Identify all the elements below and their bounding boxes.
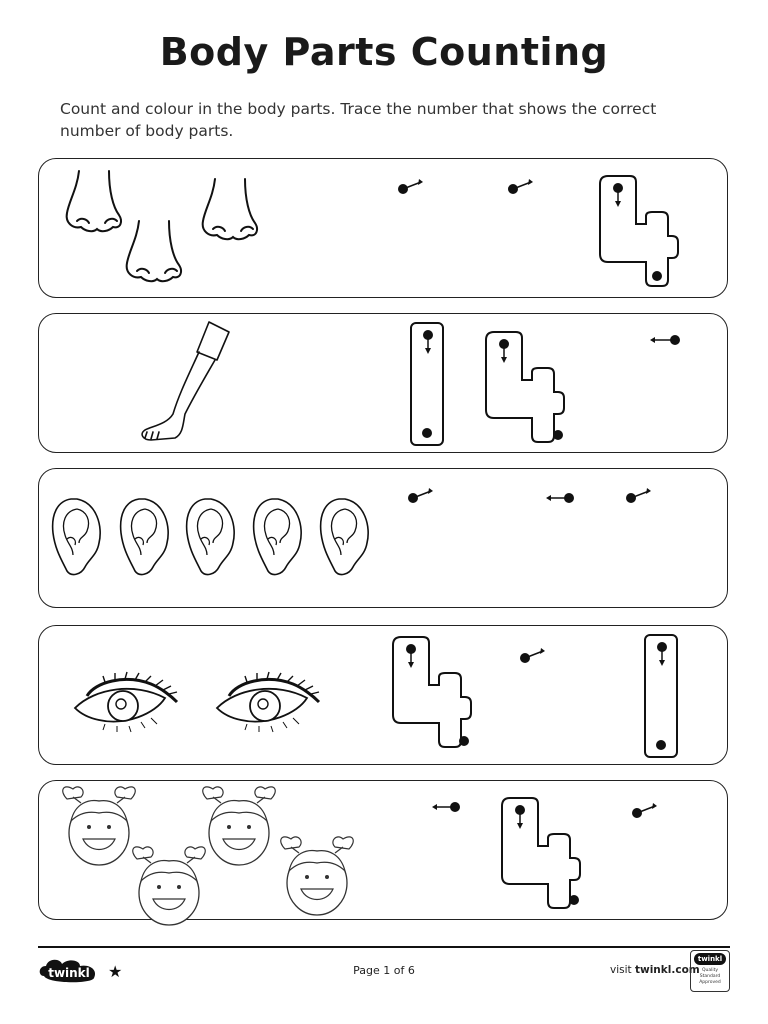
number-four-trace: [599, 175, 679, 287]
number-one-trace: [644, 634, 678, 758]
counting-row-heads: [38, 780, 728, 926]
ear-drawing: [119, 498, 169, 576]
visit-site-text: visit twinkl.com: [610, 964, 700, 976]
eye-drawing: [73, 670, 179, 734]
instructions-text: Count and colour in the body parts. Trac…: [60, 100, 657, 140]
nose-drawing: [201, 178, 258, 241]
leg-drawing: [141, 321, 230, 441]
trace-start-markers: [398, 179, 533, 194]
badge-text: Quality Standard Approved: [699, 968, 721, 985]
footer-divider: [38, 946, 730, 948]
ear-drawing: [252, 498, 302, 576]
head-drawing: [202, 786, 276, 866]
counting-row-eyes: [38, 625, 728, 765]
ear-drawing: [185, 498, 235, 576]
head-drawing: [132, 846, 206, 926]
page-title: Body Parts Counting: [159, 30, 609, 74]
number-four-trace: [392, 636, 472, 748]
noses-illustration: [65, 170, 679, 287]
ears-illustration: [51, 488, 651, 576]
ear-drawing: [319, 498, 369, 576]
star-icon: ★: [108, 962, 123, 981]
twinkl-logo: twinkl: [39, 959, 96, 983]
nose-drawing: [125, 220, 182, 283]
page-number: Page 1 of 6: [353, 964, 415, 977]
badge-brand: twinkl: [694, 953, 726, 965]
trace-start-markers: [520, 648, 545, 663]
counting-row-noses: [38, 158, 728, 298]
twinkl-logo-text: twinkl: [48, 966, 90, 980]
ear-drawing: [51, 498, 101, 576]
quality-badge: twinkl Quality Standard Approved: [690, 950, 730, 992]
visit-site-link[interactable]: twinkl.com: [634, 964, 700, 976]
leg-illustration: [141, 321, 680, 446]
trace-start-markers: [650, 335, 680, 345]
counting-row-ears: [38, 468, 728, 608]
nose-drawing: [65, 170, 122, 233]
heads-illustration: [62, 786, 657, 926]
head-drawing: [280, 836, 354, 916]
eye-drawing: [215, 670, 321, 734]
eyes-illustration: [73, 634, 678, 758]
trace-start-markers: [432, 802, 657, 818]
head-drawing: [62, 786, 136, 866]
number-four-trace: [501, 797, 581, 909]
number-four-trace: [485, 331, 565, 443]
trace-start-markers: [408, 488, 651, 503]
counting-row-legs: [38, 313, 728, 453]
visit-prefix: visit: [610, 964, 635, 976]
number-one-trace: [410, 322, 444, 446]
